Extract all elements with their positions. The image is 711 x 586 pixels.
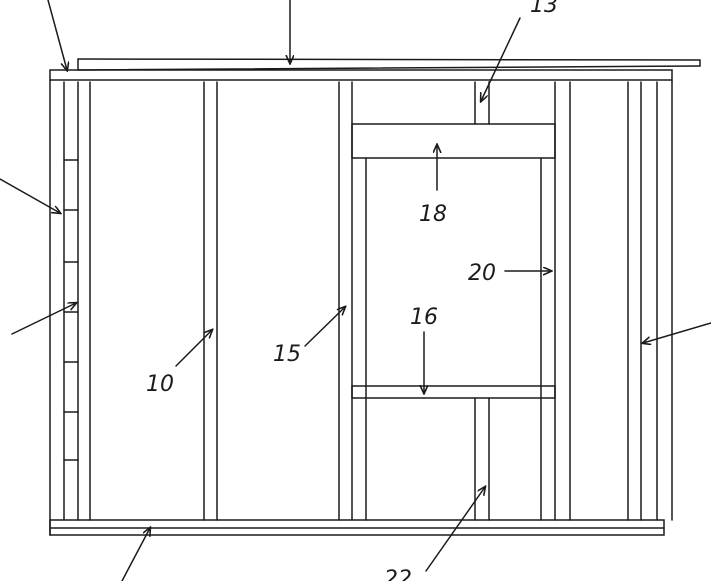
arrow-left-stud	[11, 303, 76, 335]
label-16: 16	[410, 305, 438, 330]
left-end-stud	[63, 81, 91, 521]
arrow-bottom-plate	[121, 528, 150, 582]
wall-outline	[49, 79, 673, 536]
label-18: 18	[419, 202, 447, 227]
stud-10	[203, 81, 218, 521]
arrow-13	[481, 17, 521, 101]
arrow-top-left	[47, 0, 67, 70]
arrow-right-panel	[643, 322, 711, 343]
cripple-stud-22	[474, 397, 490, 521]
arrow-left-blocking	[0, 178, 60, 213]
label-10: 10	[146, 372, 174, 397]
arrow-15	[304, 307, 345, 347]
header-18	[351, 123, 556, 159]
arrow-22	[425, 487, 485, 572]
label-20: 20	[468, 261, 496, 286]
label-13: 13	[530, 0, 558, 18]
jack-stud-20	[540, 81, 556, 521]
king-stud-15	[338, 81, 353, 521]
bottom-plate	[49, 519, 665, 536]
header-stud-13	[474, 81, 490, 125]
top-plate	[49, 58, 701, 81]
right-end-studs	[569, 81, 658, 521]
arrow-10	[175, 330, 212, 367]
left-blocking	[63, 159, 79, 461]
sill-16	[351, 385, 556, 399]
label-22: 22	[384, 567, 412, 581]
label-15: 15	[273, 342, 301, 367]
